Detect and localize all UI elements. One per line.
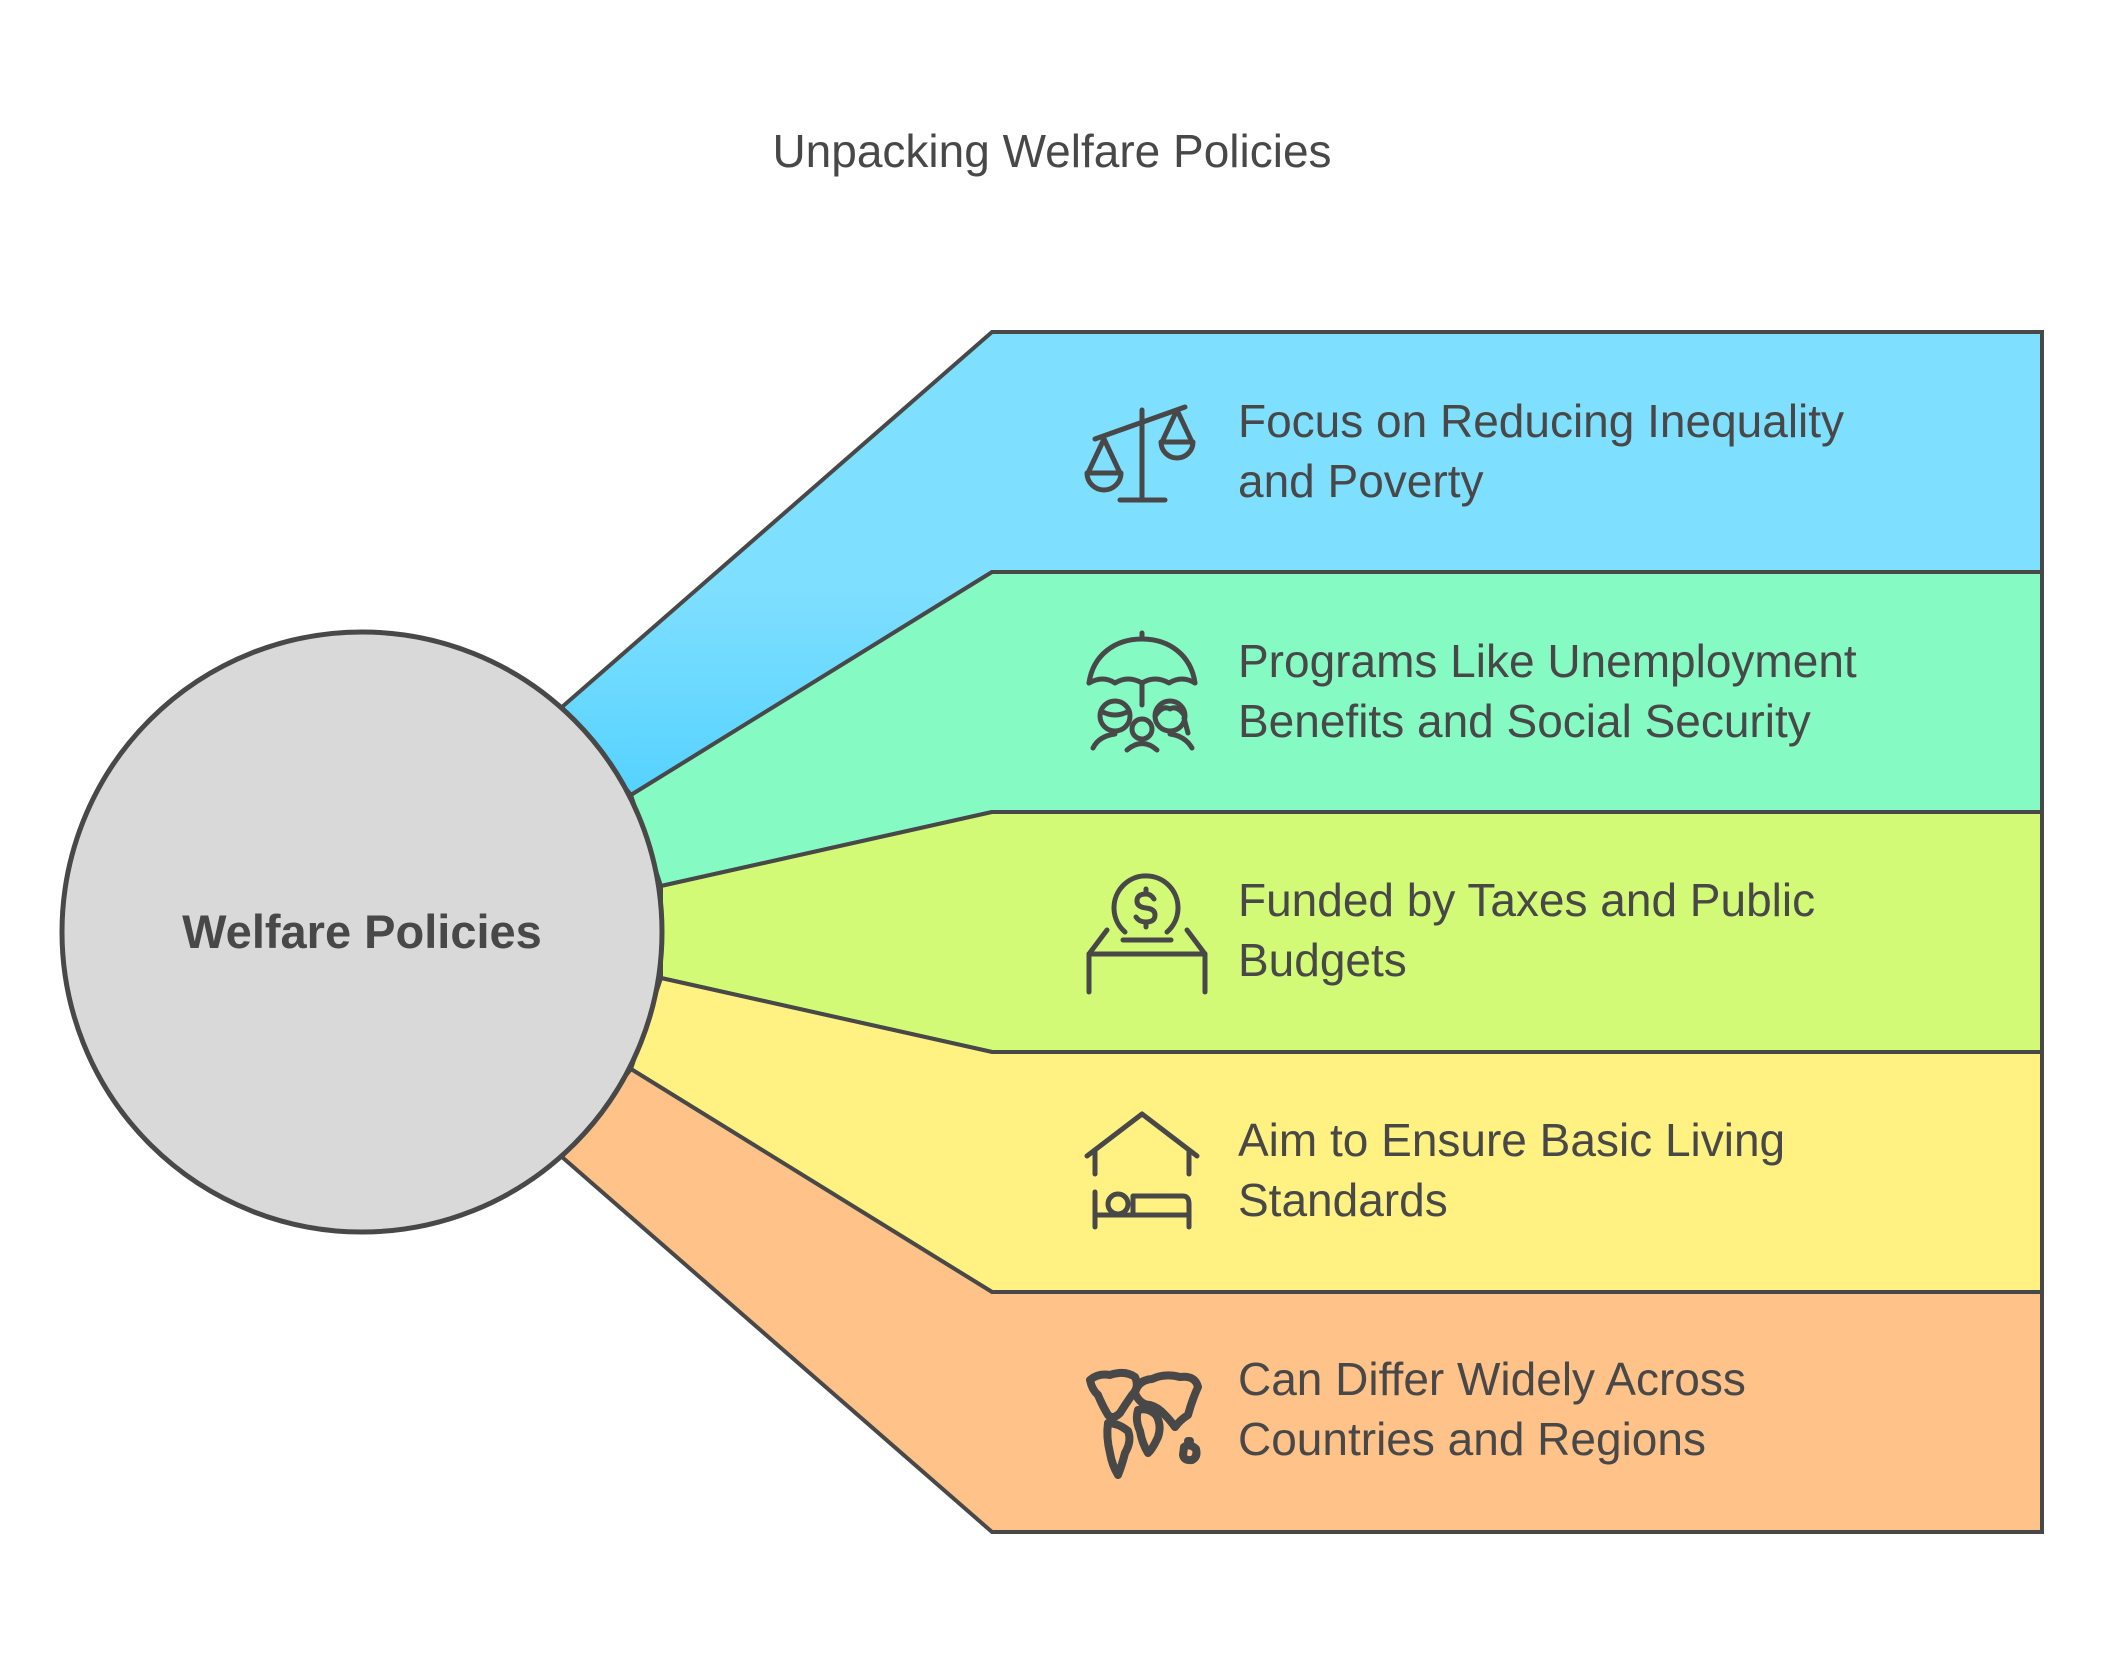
scales-of-justice-icon	[1084, 404, 1196, 503]
item-text-line2: Countries and Regions	[1238, 1413, 1706, 1465]
house-bed-icon	[1084, 1111, 1200, 1230]
world-map-icon	[1086, 1368, 1202, 1479]
item-text-line2: and Poverty	[1238, 455, 1483, 507]
diagram-title: Unpacking Welfare Policies	[772, 125, 1331, 177]
item-unemployment-programs: Programs Like Unemployment Benefits and …	[1086, 630, 1857, 753]
hub-circle	[59, 629, 665, 1235]
item-text-line1: Aim to Ensure Basic Living	[1238, 1114, 1785, 1166]
coin-donation-box-icon	[1086, 873, 1208, 995]
item-text-line1: Programs Like Unemployment	[1238, 635, 1857, 687]
item-text-line2: Standards	[1238, 1174, 1448, 1226]
item-funded-by-taxes: Funded by Taxes and Public Budgets	[1086, 873, 1815, 995]
hub-label: Welfare Policies	[182, 905, 542, 958]
umbrella-family-icon	[1086, 630, 1198, 753]
item-text-line2: Budgets	[1238, 934, 1407, 986]
band-group	[559, 330, 2044, 1534]
item-reducing-inequality: Focus on Reducing Inequality and Poverty	[1084, 395, 1844, 507]
band-funded-by-taxes	[659, 810, 2044, 1054]
item-text-line2: Benefits and Social Security	[1238, 695, 1811, 747]
item-text-line1: Focus on Reducing Inequality	[1238, 395, 1844, 447]
item-text-line1: Funded by Taxes and Public	[1238, 874, 1815, 926]
item-text-line1: Can Differ Widely Across	[1238, 1353, 1746, 1405]
item-differ-across-countries: Can Differ Widely Across Countries and R…	[1086, 1353, 1746, 1479]
item-basic-living-standards: Aim to Ensure Basic Living Standards	[1084, 1111, 1785, 1230]
